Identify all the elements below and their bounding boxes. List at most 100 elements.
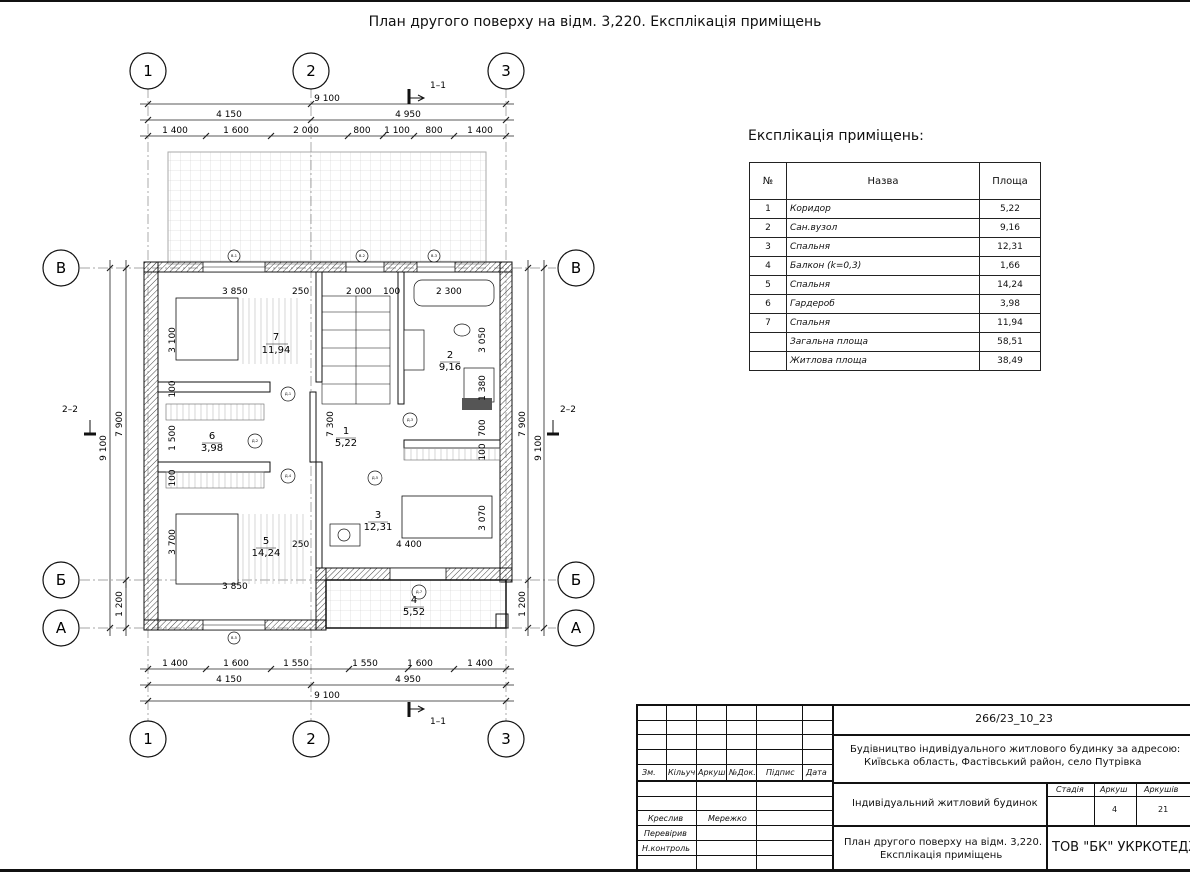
axis-label-v-right: В: [571, 259, 581, 277]
idim-3850-top: 3 850: [222, 287, 248, 297]
dim-bottom-4: 1 550: [352, 659, 378, 669]
axis-bubble-b-left: [42, 561, 80, 599]
room-6-number: 6: [209, 431, 215, 442]
col-name-header: Назва: [786, 162, 980, 200]
axis-bubble-2-bottom: [292, 720, 330, 758]
idim-250-mid: 250: [292, 540, 309, 550]
dim-overall-top: 9 100: [314, 94, 340, 104]
row-area: 11,94: [979, 313, 1041, 333]
stamp-project-line1: Будівництво індивідуального житлового бу…: [850, 744, 1181, 755]
row-name: Житлова площа: [786, 351, 980, 371]
bed-room-3: [401, 495, 493, 539]
bathtub: [413, 279, 495, 307]
axis-label-a-right: А: [571, 619, 582, 637]
axis-label-b-left: Б: [56, 571, 66, 589]
stamp-col-zm: Зм.: [642, 768, 656, 777]
stamp-col-signature: Підпис: [766, 768, 795, 777]
row-number: 5: [749, 275, 787, 295]
axis-label-1-bottom: 1: [143, 730, 153, 748]
stamp-sheet-value: 4: [1112, 805, 1118, 814]
room-2-area: 9,16: [439, 362, 461, 373]
stamp-sheet-title-line1: План другого поверху на відм. 3,220.: [844, 837, 1043, 848]
idim-100b: 100: [168, 469, 178, 486]
room-4-number: 4: [411, 595, 417, 606]
axis-label-a-left: А: [56, 619, 67, 637]
tag-d2-label: Д-2: [252, 439, 258, 443]
axis-bubble-3-top: [487, 52, 525, 90]
room-4-area: 5,52: [403, 607, 425, 618]
axis-bubble-a-left: [42, 609, 80, 647]
dim-top-5: 1 100: [384, 126, 410, 136]
stamp-col-date: Дата: [806, 768, 827, 777]
col-number-header: №: [749, 162, 787, 200]
row-area: 1,66: [979, 256, 1041, 276]
terrace: [167, 151, 487, 265]
idim-250-top: 250: [292, 287, 309, 297]
idim-2000: 2 000: [346, 287, 372, 297]
dim-overall-bottom: 9 100: [314, 691, 340, 701]
idim-100: 100: [383, 287, 400, 297]
stamp-role-control: Н.контроль: [642, 844, 690, 853]
stamp-sheet-title-line2: Експлікація приміщень: [880, 850, 1003, 861]
idim-2300: 2 300: [436, 287, 462, 297]
tag-d3-label: Д-3: [407, 418, 413, 422]
stamp-sheets-value: 21: [1158, 805, 1169, 814]
dim-lower-split-2: 4 950: [395, 675, 421, 685]
room-5-area: 14,24: [252, 548, 281, 559]
interior-walls: [157, 271, 501, 569]
dim-top-7: 1 400: [467, 126, 493, 136]
idim-3850-bottom: 3 850: [222, 582, 248, 592]
explication-title: Експлікація приміщень:: [748, 128, 924, 144]
shower: [463, 367, 495, 403]
row-number: [749, 351, 787, 371]
row-area: 9,16: [979, 218, 1041, 238]
tag-v3-label: В-3: [431, 254, 437, 258]
row-name: Загальна площа: [786, 332, 980, 352]
dim-top-6: 800: [425, 126, 442, 136]
sheet-top-border: [0, 0, 1190, 2]
room-6-area: 3,98: [201, 443, 223, 454]
row-number: 6: [749, 294, 787, 314]
dim-right-inner: 7 900: [518, 411, 528, 437]
row-area: 58,51: [979, 332, 1041, 352]
row-number: [749, 332, 787, 352]
tag-d1-label: Д-1: [285, 392, 291, 396]
row-name: Сан.вузол: [786, 218, 980, 238]
room-3-number: 3: [375, 510, 381, 521]
axis-bubble-1-bottom: [129, 720, 167, 758]
tag-v2-label: В-2: [359, 254, 365, 258]
tag-d3: [402, 412, 418, 428]
row-name: Балкон (k=0,3): [786, 256, 980, 276]
stamp-project-line2: Київська область, Фастівський район, сел…: [864, 757, 1142, 768]
idim-100c: 100: [478, 443, 488, 460]
row-area: 3,98: [979, 294, 1041, 314]
row-number: 2: [749, 218, 787, 238]
stamp-role-checked: Перевірив: [644, 829, 687, 838]
row-area: 38,49: [979, 351, 1041, 371]
sheet-bottom-border: [0, 869, 1190, 872]
stamp-stage-label: Стадія: [1056, 785, 1084, 794]
room-3-area: 12,31: [364, 522, 393, 533]
dim-lower-split-1: 4 150: [216, 675, 242, 685]
idim-3050: 3 050: [478, 327, 488, 353]
explication-header-row: № Назва Площа: [749, 162, 1041, 200]
tag-d5-label: Д-5: [372, 476, 378, 480]
door-balcony: [389, 567, 447, 581]
tag-v2: [355, 249, 369, 263]
section-1-top: 1–1: [430, 81, 446, 91]
axis-label-b-right: Б: [571, 571, 581, 589]
dim-left-bottom: 1 200: [115, 591, 125, 617]
dim-bottom-5: 1 600: [407, 659, 433, 669]
axis-bubble-a-right: [557, 609, 595, 647]
row-number: 1: [749, 199, 787, 219]
tag-d7-label: Д-7: [416, 590, 422, 594]
tag-v5-label: В-5: [231, 636, 237, 640]
tag-d1: [280, 386, 296, 402]
axis-bubble-v-right: [557, 249, 595, 287]
